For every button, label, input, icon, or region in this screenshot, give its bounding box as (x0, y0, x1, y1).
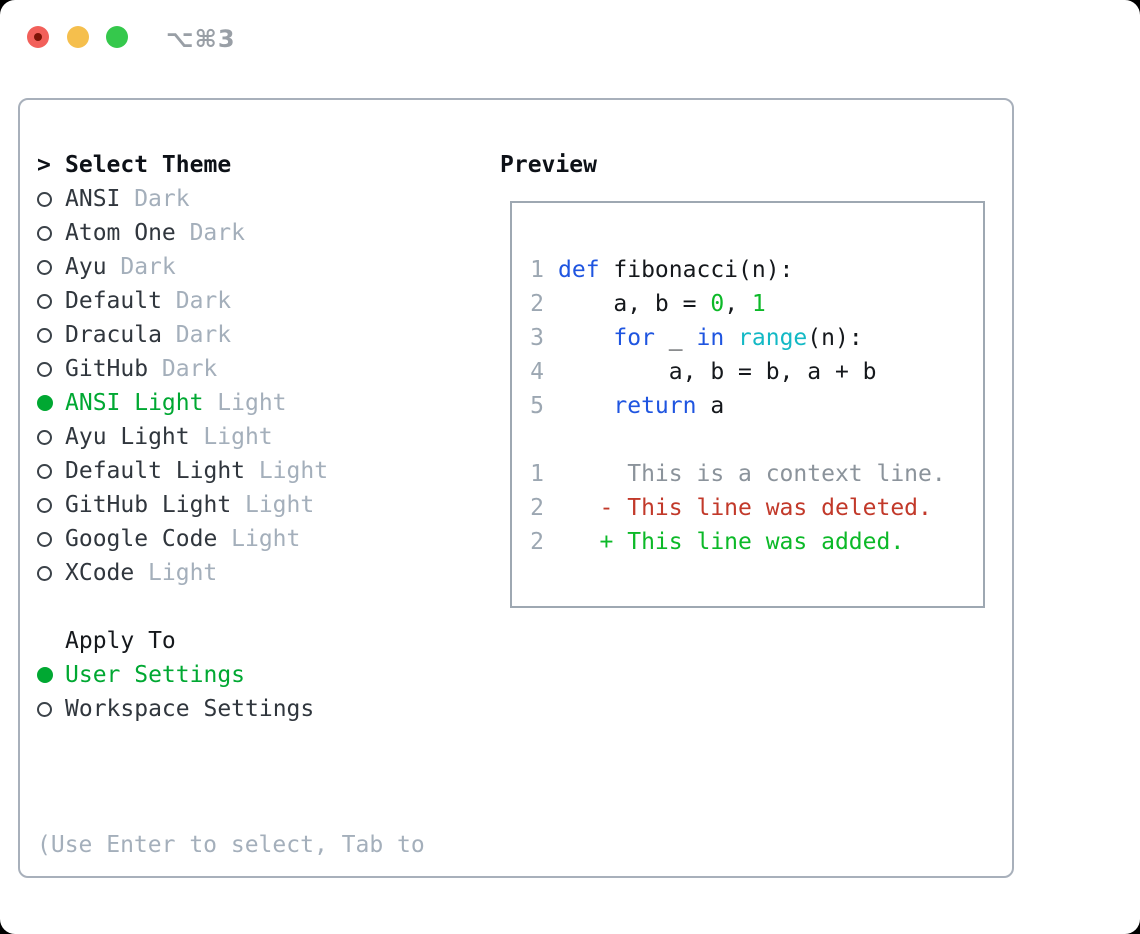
spacer (37, 590, 425, 624)
radio-icon (37, 361, 52, 377)
radio-icon (37, 497, 52, 513)
radio-icon (37, 667, 53, 683)
zoom-button[interactable] (106, 26, 128, 48)
titlebar: ⌥⌘3 (0, 0, 1140, 74)
spacer (37, 726, 425, 760)
prompt-icon: > (37, 152, 51, 178)
radio-icon (37, 293, 52, 309)
preview-header: Preview (500, 152, 597, 178)
radio-icon (37, 225, 52, 241)
apply-to-option[interactable]: Workspace Settings (37, 692, 425, 726)
select-theme-header: > Select Theme (37, 148, 425, 182)
radio-icon (37, 395, 53, 411)
apply-to-option[interactable]: User Settings (37, 658, 425, 692)
help-line-1: (Use Enter to select, Tab to (37, 832, 425, 858)
radio-icon (37, 463, 52, 479)
radio-icon (37, 327, 52, 343)
keyboard-shortcut-label: ⌥⌘3 (166, 25, 236, 53)
apply-to-header: Apply To (65, 628, 176, 654)
radio-icon (37, 701, 52, 717)
radio-icon (37, 565, 52, 581)
help-text: (Use Enter to select, Tab to change focu… (37, 760, 425, 934)
help-line-2: change focus) (37, 930, 425, 934)
apply-to-list: User Settings Workspace Settings (37, 658, 425, 726)
radio-icon (37, 191, 52, 207)
minimize-button[interactable] (67, 26, 89, 48)
radio-icon (37, 531, 52, 547)
close-button[interactable] (27, 26, 49, 48)
page-title: Select Theme (65, 152, 232, 178)
radio-icon (37, 429, 52, 445)
radio-icon (37, 259, 52, 275)
